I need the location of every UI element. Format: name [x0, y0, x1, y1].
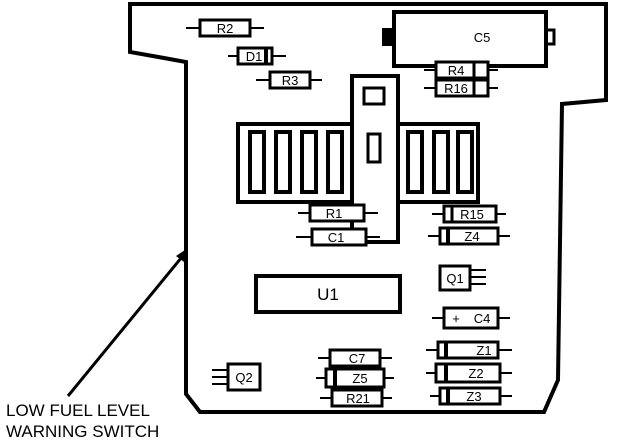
q2-label: Q2 [235, 370, 252, 385]
u1-label: U1 [317, 285, 339, 304]
zener-z2: Z2 [426, 362, 512, 384]
c4-label: C4 [474, 311, 491, 326]
resistor-r15: R15 [432, 204, 506, 224]
resistor-r1: R1 [298, 203, 378, 223]
transistor-q2: Q2 [212, 362, 262, 392]
callout-line-1: LOW FUEL LEVEL [6, 401, 150, 420]
zener-z5: Z5 [316, 367, 394, 389]
capacitor-c5: C5 [382, 10, 556, 68]
resistor-r2: R2 [186, 18, 264, 38]
ic-u1: U1 [254, 274, 402, 314]
diode-d1: D1 [228, 46, 286, 66]
r16-label: R16 [444, 81, 468, 96]
zener-z4: Z4 [428, 226, 510, 246]
r3-label: R3 [282, 73, 299, 88]
c1-label: C1 [328, 230, 345, 245]
capacitor-c4: + C4 [432, 306, 510, 330]
callout-arrow [66, 248, 188, 397]
resistor-r16: R16 [424, 78, 498, 98]
resistor-r3: R3 [256, 70, 322, 90]
resistor-r21: R21 [320, 388, 392, 408]
zener-z3: Z3 [430, 386, 512, 406]
r1-label: R1 [326, 206, 343, 221]
c5-label: C5 [474, 30, 491, 45]
z2-label: Z2 [468, 366, 483, 381]
r21-label: R21 [346, 391, 370, 406]
zener-z1: Z1 [426, 340, 512, 360]
capacitor-c1: C1 [296, 227, 380, 247]
r15-label: R15 [460, 207, 484, 222]
c7-label: C7 [349, 351, 366, 366]
r4-label: R4 [448, 63, 465, 78]
d1-label: D1 [246, 49, 263, 64]
r2-label: R2 [217, 21, 234, 36]
z1-label: Z1 [476, 343, 491, 358]
z5-label: Z5 [352, 371, 367, 386]
callout-line-2: WARNING SWITCH [6, 422, 159, 441]
board-outline [128, 2, 608, 414]
q1-label: Q1 [446, 271, 463, 286]
resistor-r4: R4 [424, 60, 498, 80]
z4-label: Z4 [464, 229, 479, 244]
c4-polarity: + [452, 311, 460, 326]
z3-label: Z3 [466, 389, 481, 404]
capacitor-c7: C7 [318, 348, 392, 368]
transistor-q1: Q1 [438, 264, 486, 292]
